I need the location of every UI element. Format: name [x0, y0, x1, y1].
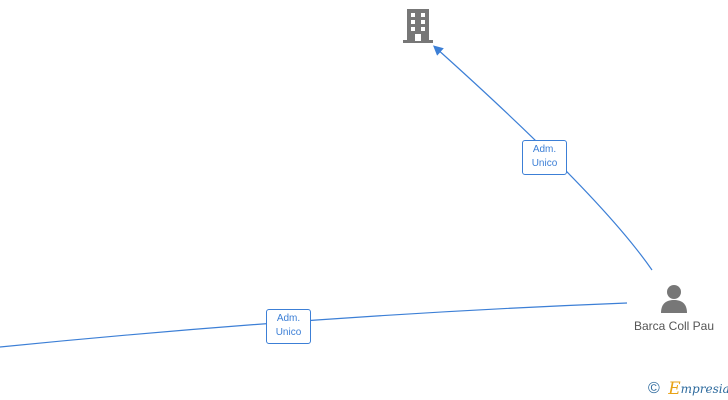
building-icon	[403, 9, 433, 43]
copyright-icon: ©	[648, 380, 660, 397]
company-node[interactable]	[400, 6, 436, 44]
edge-label-line1: Adm.	[532, 144, 557, 155]
edge-label-left-person[interactable]: Adm. Unico	[266, 309, 311, 344]
person-icon	[661, 285, 687, 313]
edge-label-line2: Unico	[531, 158, 558, 169]
edge-label-line1: Adm.	[276, 313, 301, 324]
person-name: Barca Coll Pau	[633, 319, 715, 333]
person-node[interactable]: Barca Coll Pau	[624, 283, 724, 333]
edge-label-line2: Unico	[275, 327, 302, 338]
edge-label-person-company[interactable]: Adm. Unico	[522, 140, 567, 175]
brand-name: mpresia	[680, 382, 728, 396]
brand-watermark: © Empresia	[648, 379, 728, 399]
edge-left-to-person[interactable]	[0, 302, 628, 348]
edge-person-to-company[interactable]	[433, 45, 653, 271]
brand-initial: E	[668, 379, 681, 399]
